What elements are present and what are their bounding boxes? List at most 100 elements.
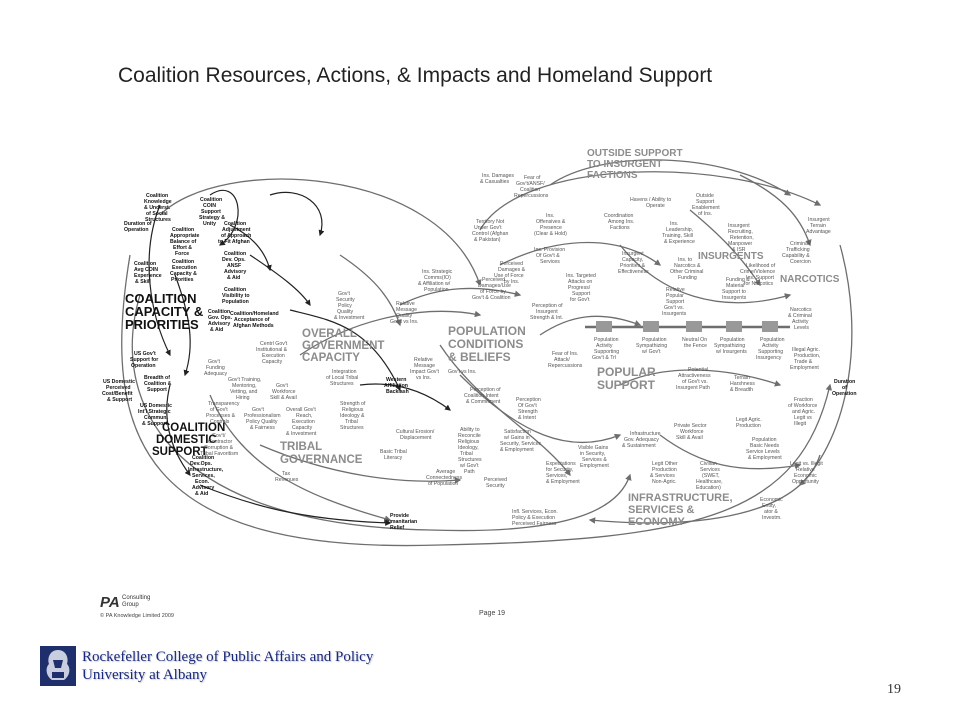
node-criminal-trafficking: Criminal/ Trafficking Capability & Coerc…	[782, 241, 812, 265]
node-gov-funding: Gov't Funding Adequacy	[204, 359, 227, 377]
node-economic-entity: Economic Entity, ator & Investm.	[760, 497, 784, 521]
causal-loop-diagram: COALITION CAPACITY & PRIORITIES COALITIO…	[100, 135, 860, 555]
node-coalition-avg: Coalition Avg COIN Experience & Skill	[134, 261, 163, 285]
node-coalition-homeland: Coalition/Homeland Acceptance of Afghan …	[230, 311, 280, 329]
node-gov-vs-ins: Gov't vs Ins.	[448, 369, 476, 375]
stock-ins-activity	[762, 321, 778, 332]
node-expectations: Expectations for Security, Services, & E…	[546, 461, 580, 485]
node-pop-activity-ins: Population Activity Supporting Insurgenc…	[756, 337, 786, 361]
node-narcotics-criminal: Narcotics & Criminal Activity Levels	[788, 307, 813, 331]
popular-support-stocks	[585, 321, 790, 332]
sector-labels: COALITION CAPACITY & PRIORITIES COALITIO…	[125, 148, 840, 528]
node-duration-operation-right: Duration of Operation	[832, 379, 857, 397]
sector-outside-support: OUTSIDE SUPPORT TO INSURGENT FACTIONS	[587, 148, 685, 181]
pa-logo-mark: PA	[100, 594, 120, 611]
node-pop-sympathizing-gov: Population Sympathizing w/ Gov't	[636, 337, 669, 355]
node-legit-agric: Legit Agric. Production	[736, 417, 763, 429]
feedback-loops	[121, 159, 853, 547]
node-coalition-dev-ops: Coalition Dev.Ops. Infrastructure, Servi…	[188, 455, 225, 497]
node-strength-religious: Strength of Religious Ideology & Tribal …	[340, 401, 367, 431]
node-coalition-knowledge: Coalition Knowledge & Underst. of Social…	[144, 193, 173, 223]
node-coalition-dev: Coalition Dev. Ops. ANSF Advisory & Aid	[222, 251, 248, 281]
variable-nodes: Coalition Knowledge & Underst. of Social…	[102, 173, 857, 531]
node-ins-provision: Ins. Provision Of Gov't & Services	[534, 247, 567, 265]
node-insurgent-capacity: Insurgent Capacity, Priorities & Effecti…	[618, 251, 649, 275]
node-ins-damages: Ins. Damages & Casualties	[480, 173, 515, 185]
node-civilian-services: Civilian Services (SWET, Healthcare, Edu…	[696, 461, 724, 491]
node-ins-leadership: Ins. Leadership, Training, Skill & Exper…	[662, 221, 695, 245]
node-terrain-harshness: Terrain Harshness & Breadth	[730, 375, 756, 393]
node-illegal-agric: Illegal Agric. Production, Trade & Emplo…	[790, 347, 822, 371]
coalition-arrows	[148, 189, 451, 526]
pa-copyright: © PA Knowledge Limited 2009	[100, 613, 174, 619]
page-label: Page 19	[479, 610, 506, 617]
node-coalition-balance: Coalition Appropriate Balance of Effort …	[170, 227, 201, 257]
node-likelihood-crime: Likelihood of Crime/Violence Ins. Suppor…	[740, 263, 777, 287]
sector-infrastructure: INFRASTRUCTURE, SERVICES & ECONOMY	[628, 492, 736, 528]
node-perception-insurgent: Perception of Insurgent Strength & Int.	[530, 303, 564, 321]
node-gov-security: Gov't Security Policy Quality & Investme…	[334, 291, 365, 321]
node-territory-not: Territory Not Under Gov't Control (Afgha…	[472, 219, 510, 243]
sector-overall-government: OVERALL GOVERNMENT CAPACITY	[302, 328, 388, 364]
node-coalition-execution: Coalition Execution Capacity & Prioritie…	[170, 259, 198, 283]
node-pop-sympathizing-ins: Population Sympathizing w/ Insurgents	[714, 337, 747, 355]
node-coalition-adjustment: Coalition Adjustment of Approach to Fit …	[218, 221, 253, 245]
node-breadth-coalition: Breadth of Coalition & Support	[144, 375, 173, 393]
node-fear-gov: Fear of Gov't/ANSF/ Coalition Repercussi…	[514, 175, 549, 199]
node-perception-coalition: Perception of Coalition Intent & Commitm…	[464, 387, 502, 405]
node-us-gov-support: US Gov't Support for Operation	[130, 351, 160, 369]
sector-insurgents: INSURGENTS	[698, 251, 764, 262]
node-satisfaction: Satisfaction w/ Gains in Security, Servi…	[500, 429, 543, 453]
node-us-domestic-cost: US Domestic Perceived Cost/Benefit & Sup…	[102, 379, 136, 403]
node-perceived-damages: Perceived Damages/Use of Force by Gov't …	[472, 277, 512, 301]
node-perceived-damages-ins: Perceived Damages & Use of Force by Ins.	[494, 261, 527, 285]
stock-gov-sympathizing	[643, 321, 659, 332]
node-pop-activity-gov: Population Activity Supporting Gov't & T…	[592, 337, 621, 361]
node-private-sector: Private Sector Workforce Skill & Avail	[674, 423, 708, 441]
institution-name: Rockefeller College of Public Affairs an…	[82, 648, 373, 684]
slide-title: Coalition Resources, Actions, & Impacts …	[118, 64, 713, 87]
node-ability-reconcile: Ability to Reconcile Religious Ideology,…	[458, 427, 483, 475]
node-perceived-security: Perceived Security	[484, 477, 509, 489]
pa-consulting-logo: PA Consulting Group © PA Knowledge Limit…	[100, 594, 220, 624]
node-relative-message-quality: Relative Message Quality Gov't vs Ins.	[390, 301, 419, 325]
node-central-gov: Centrl Gov't Institutional & Execution C…	[256, 341, 289, 365]
node-perception-strength: Perception Of Gov't Strength & Intent	[516, 397, 542, 421]
node-us-domestic-intl: US Domestic Int'l Strategic Commun. & Su…	[138, 403, 173, 427]
node-gov-workforce: Gov't Workforce Skill & Avail	[270, 383, 297, 401]
stock-ins-sympathizing	[726, 321, 742, 332]
node-integration-tribal: Integration of Local Tribal Structures	[326, 369, 360, 387]
sector-tribal-governance: TRIBAL GOVERNANCE	[280, 441, 363, 466]
node-coalition-coin: Coalition COIN Support Strategy & Unity	[199, 197, 226, 227]
node-ins-targeted: Ins. Targeted Attacks on Progress/ Suppo…	[566, 273, 597, 303]
node-duration-operation-left: Duration of Operation	[124, 221, 153, 233]
node-relative-message-impact: Relative Message Impact Gov't vs Ins.	[410, 357, 440, 381]
node-havens: Havens / Ability to Operate	[630, 197, 673, 209]
stock-neutral	[686, 321, 702, 332]
sector-population-conditions: POPULATION CONDITIONS & BELIEFS	[448, 324, 529, 364]
node-avg-connectedness: Average Connectedness of Population	[426, 469, 464, 487]
node-cultural-erosion: Cultural Erosion/ Displacement	[396, 429, 436, 441]
node-potential-attractiveness: Potential Attractiveness of Gov't vs. In…	[676, 367, 712, 391]
pa-logo-subtitle: Consulting Group	[122, 595, 151, 608]
node-outside-support: Outside Support Enablement of Ins.	[692, 193, 721, 217]
node-western-affiliation: Western Affiliation Backlash	[384, 377, 409, 395]
node-infrastructure-gov: Infrastructure Gov. Adequacy & Sustainme…	[622, 431, 662, 449]
node-ins-offensives: Ins. Offensives & Presence (Clear & Hold…	[534, 213, 567, 237]
node-basic-tribal: Basic Tribal Literacy	[380, 449, 408, 461]
node-gov-prof: Gov't Professionalism Policy Quality & F…	[244, 407, 282, 431]
node-gov-contractor: Gov't/ Contractor Corruption & Tribal Fa…	[200, 433, 238, 457]
node-fear-ins: Fear of Ins. Attack/ Repercussions	[548, 351, 583, 369]
node-ins-strategic: Ins. Strategic Comms(IO) & Affiliation w…	[418, 269, 454, 293]
node-legit-illegit: Legit vs. Illegit Relative Economic Oppo…	[790, 461, 824, 485]
stock-gov-activity	[596, 321, 612, 332]
sector-coalition-capacity: COALITION CAPACITY & PRIORITIES	[125, 291, 207, 332]
node-insurgent-recruiting: Insurgent Recruiting, Retention, Manpowe…	[728, 223, 755, 253]
rockefeller-emblem-icon	[40, 646, 76, 686]
node-legit-other: Legit Other Production & Services Non-Ag…	[650, 461, 679, 485]
node-tax-revenues: Tax Revenues	[275, 471, 299, 483]
node-coordination: Coordination Among Ins. Factions	[604, 213, 636, 231]
node-insurgent-terrain: Insurgent Terrain Advantage	[806, 217, 831, 235]
node-funding-material: Funding & Material Support to Insurgents	[722, 277, 751, 301]
node-ins-narcotics: Ins. to Narcotics & Other Criminal Fundi…	[670, 257, 705, 281]
